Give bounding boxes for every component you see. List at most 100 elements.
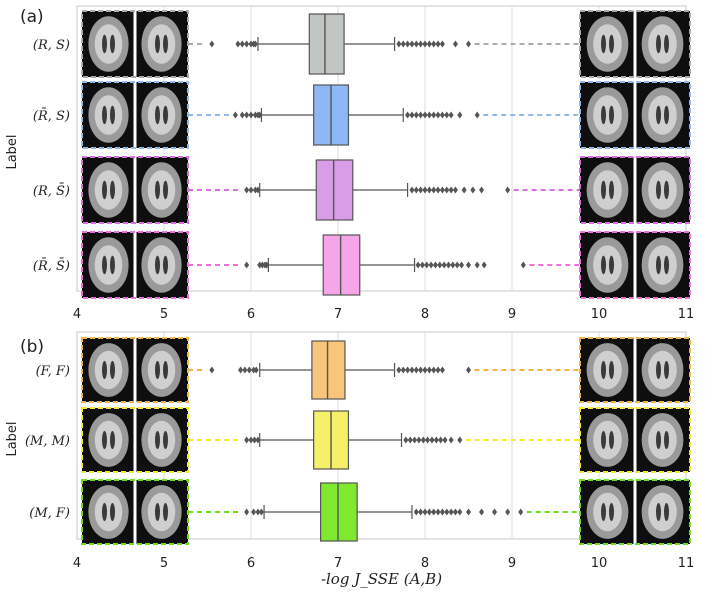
outlier-point bbox=[422, 366, 428, 374]
outlier-point bbox=[422, 186, 428, 194]
thumbnail-frame bbox=[81, 231, 189, 299]
series-row: (M, M) bbox=[25, 407, 691, 473]
x-tick-label: 7 bbox=[334, 307, 342, 322]
brain-white-matter bbox=[94, 24, 123, 64]
brain-ventricle bbox=[656, 34, 661, 54]
brain-ventricle bbox=[609, 34, 614, 54]
outlier-point bbox=[441, 261, 447, 269]
brain-ventricle bbox=[163, 503, 168, 521]
brain-ventricle bbox=[609, 180, 614, 200]
brain-ventricle bbox=[656, 255, 661, 275]
brain-ventricle bbox=[102, 361, 107, 379]
brain-white-matter bbox=[648, 492, 677, 532]
brain-ventricle bbox=[664, 503, 669, 521]
brain-white-matter bbox=[94, 245, 123, 285]
brain-white-matter bbox=[94, 95, 123, 135]
outlier-point bbox=[432, 261, 438, 269]
brain-thumbnail-pair bbox=[579, 156, 691, 224]
outlier-point bbox=[409, 40, 415, 48]
outlier-point bbox=[252, 40, 258, 48]
box bbox=[320, 482, 358, 542]
outlier-point bbox=[431, 186, 437, 194]
outlier-point bbox=[474, 261, 480, 269]
brain-ventricle bbox=[163, 361, 168, 379]
outlier-point bbox=[409, 111, 415, 119]
brain-ventricle bbox=[163, 180, 168, 200]
brain-thumbnail-pair bbox=[579, 10, 691, 78]
brain-thumbnail-pair bbox=[81, 156, 189, 224]
outlier-point bbox=[426, 508, 432, 516]
outlier-point bbox=[426, 366, 432, 374]
outlier-point bbox=[407, 436, 413, 444]
outlier-point bbox=[422, 111, 428, 119]
brain-ventricle bbox=[664, 361, 669, 379]
outlier-point bbox=[255, 508, 261, 516]
brain-ventricle bbox=[110, 180, 115, 200]
outlier-point bbox=[235, 40, 241, 48]
brain-white-matter bbox=[147, 95, 176, 135]
thumbnail-frame bbox=[81, 407, 189, 473]
x-tick-label: 8 bbox=[421, 556, 429, 571]
outlier-point bbox=[466, 261, 471, 269]
brain-ventricle bbox=[102, 431, 107, 449]
x-tick-label: 6 bbox=[247, 307, 255, 322]
brain-ventricle bbox=[664, 180, 669, 200]
brain-ventricle bbox=[601, 180, 606, 200]
brain-thumbnail-pair bbox=[579, 231, 691, 299]
brain-ventricle bbox=[601, 361, 606, 379]
outlier-point bbox=[448, 186, 454, 194]
outlier-point bbox=[452, 508, 458, 516]
brain-white-matter bbox=[147, 420, 176, 460]
brain-ventricle bbox=[110, 361, 115, 379]
outlier-point bbox=[425, 436, 431, 444]
x-tick-label: 10 bbox=[591, 307, 608, 322]
outlier-point bbox=[457, 508, 463, 516]
outlier-point bbox=[435, 186, 441, 194]
series-row: (F, F) bbox=[36, 337, 691, 403]
brain-white-matter bbox=[147, 492, 176, 532]
x-tick-label: 4 bbox=[73, 307, 81, 322]
outlier-point bbox=[431, 508, 437, 516]
outlier-point bbox=[209, 40, 215, 48]
brain-ventricle bbox=[601, 105, 606, 125]
outlier-point bbox=[438, 436, 444, 444]
y-axis-label: Label bbox=[5, 134, 20, 169]
brain-ventricle bbox=[102, 180, 107, 200]
outlier-point bbox=[439, 508, 445, 516]
box bbox=[322, 234, 361, 296]
brain-white-matter bbox=[147, 24, 176, 64]
outlier-point bbox=[452, 186, 458, 194]
outlier-point bbox=[454, 261, 460, 269]
category-label: (R̄, S) bbox=[33, 108, 70, 124]
outlier-point bbox=[258, 508, 264, 516]
outlier-point bbox=[251, 366, 257, 374]
outlier-point bbox=[255, 186, 261, 194]
outlier-point bbox=[435, 111, 441, 119]
outlier-point bbox=[435, 508, 441, 516]
brain-white-matter bbox=[648, 24, 677, 64]
outlier-point bbox=[413, 186, 419, 194]
outlier-point bbox=[248, 40, 254, 48]
outlier-point bbox=[448, 508, 454, 516]
brain-thumbnail-pair bbox=[579, 337, 691, 403]
thumbnail-frame bbox=[579, 407, 691, 473]
category-label: (M, F) bbox=[29, 506, 70, 521]
brain-ventricle bbox=[664, 34, 669, 54]
outlier-point bbox=[253, 366, 259, 374]
box bbox=[308, 13, 345, 75]
outlier-point bbox=[248, 436, 254, 444]
outlier-point bbox=[435, 40, 441, 48]
outlier-point bbox=[426, 111, 432, 119]
brain-thumbnail-pair bbox=[81, 231, 189, 299]
brain-white-matter bbox=[593, 170, 622, 210]
x-tick-label: 10 bbox=[591, 556, 608, 571]
brain-ventricle bbox=[110, 34, 115, 54]
panel-label: (a) bbox=[20, 7, 44, 27]
y-axis-label: Label bbox=[5, 421, 20, 456]
brain-white-matter bbox=[147, 245, 176, 285]
outlier-point bbox=[448, 436, 454, 444]
thumbnail-frame bbox=[81, 479, 189, 545]
thumbnail-frame bbox=[579, 479, 691, 545]
